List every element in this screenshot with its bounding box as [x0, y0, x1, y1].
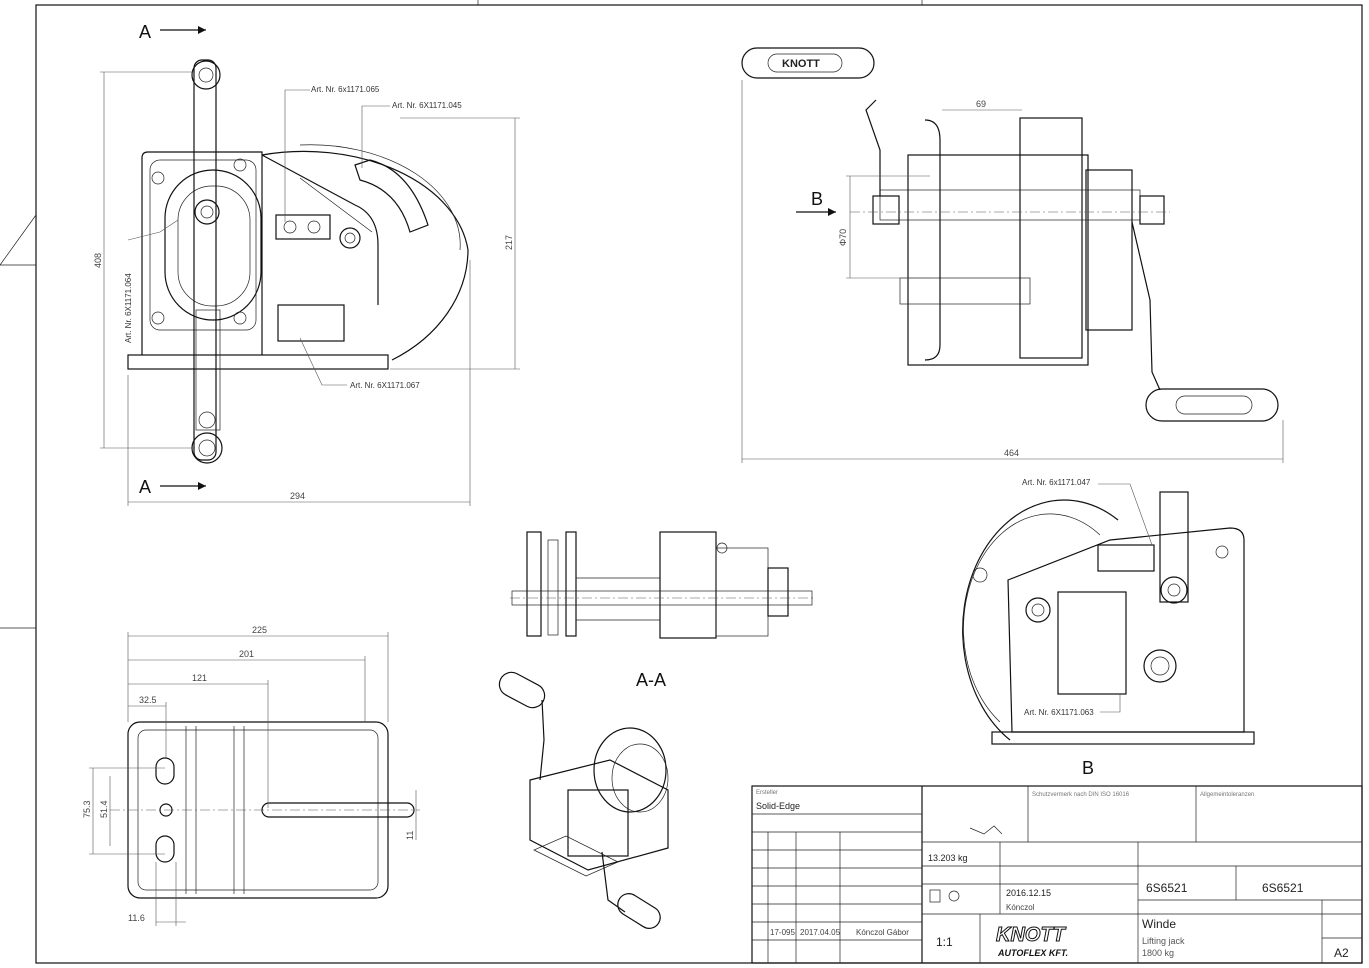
tb-part-no: 6S6521	[1262, 881, 1304, 895]
section-label-a-top: A	[139, 22, 151, 42]
dim-front-height-left: 408	[93, 253, 103, 268]
part-number-front-2: Art. Nr. 6X1171.045	[392, 101, 462, 110]
dim-base-11: 11	[405, 831, 415, 840]
part-number-front-3: Art. Nr. 6X1171.067	[350, 381, 420, 390]
tb-date: 2016.12.15	[1006, 888, 1051, 898]
tb-company-line: AUTOFLEX KFT.	[997, 948, 1068, 958]
tb-plate-logo: KNOTT	[996, 924, 1067, 946]
tb-name-en: Lifting jack	[1142, 936, 1185, 946]
svg-text:Ersteller: Ersteller	[756, 790, 778, 796]
tb-weight: 13.203 kg	[928, 853, 968, 863]
dim-base-753: 75.3	[82, 800, 92, 818]
tb-capacity: 1800 kg	[1142, 948, 1174, 958]
dim-base-514: 51.4	[99, 800, 109, 818]
tb-drawn-by: Kónczol	[1006, 903, 1035, 912]
tb-scale: 1:1	[936, 935, 953, 949]
part-number-view-b-2: Art. Nr. 6X1171.063	[1024, 708, 1094, 717]
part-number-front-1: Art. Nr. 6x1171.065	[311, 85, 380, 94]
view-label-b: B	[1082, 758, 1094, 778]
dim-side-diameter: Φ70	[838, 229, 848, 246]
tb-sheet-size: A2	[1334, 946, 1349, 960]
dim-base-116: 11.6	[128, 913, 145, 923]
svg-text:Allgemeintoleranzen: Allgemeintoleranzen	[1200, 792, 1254, 798]
dim-side-69: 69	[976, 99, 986, 109]
svg-text:Schutzvermerk nach DIN ISO 160: Schutzvermerk nach DIN ISO 16016	[1032, 792, 1130, 798]
view-b	[962, 483, 1255, 745]
isometric-view	[498, 671, 669, 929]
dim-base-201: 201	[239, 649, 254, 659]
part-number-view-b-1: Art. Nr. 6x1171.047	[1022, 478, 1091, 487]
tb-revision-date: 2017.04.05	[800, 928, 841, 937]
handle-logo-top: KNOTT	[782, 58, 820, 70]
tb-drawing-no: 6S6521	[1146, 881, 1188, 895]
tb-revision-no: 17-095	[770, 928, 795, 937]
dim-front-width: 294	[290, 491, 305, 501]
tb-name-de: Winde	[1142, 917, 1176, 931]
part-number-front-vertical: Art. Nr. 6X1171.064	[124, 273, 133, 343]
side-view	[741, 47, 1284, 463]
tb-cad-system: Solid-Edge	[756, 801, 800, 811]
dim-base-325: 32.5	[139, 695, 157, 705]
title-block: Ersteller Schutzvermerk nach DIN ISO 160…	[751, 785, 1363, 964]
base-plate-view	[89, 632, 420, 926]
dim-base-121: 121	[192, 673, 207, 683]
section-label-b-side: B	[811, 189, 823, 209]
section-label-a-bottom: A	[139, 477, 151, 497]
tb-revision-by: Kónczol Gábor	[856, 928, 909, 937]
dim-side-width: 464	[1004, 448, 1019, 458]
dim-base-225: 225	[252, 625, 267, 635]
front-view	[100, 26, 520, 506]
dim-front-height-right: 217	[504, 235, 514, 250]
section-aa-view	[510, 531, 815, 639]
section-label-aa: A-A	[636, 670, 666, 690]
